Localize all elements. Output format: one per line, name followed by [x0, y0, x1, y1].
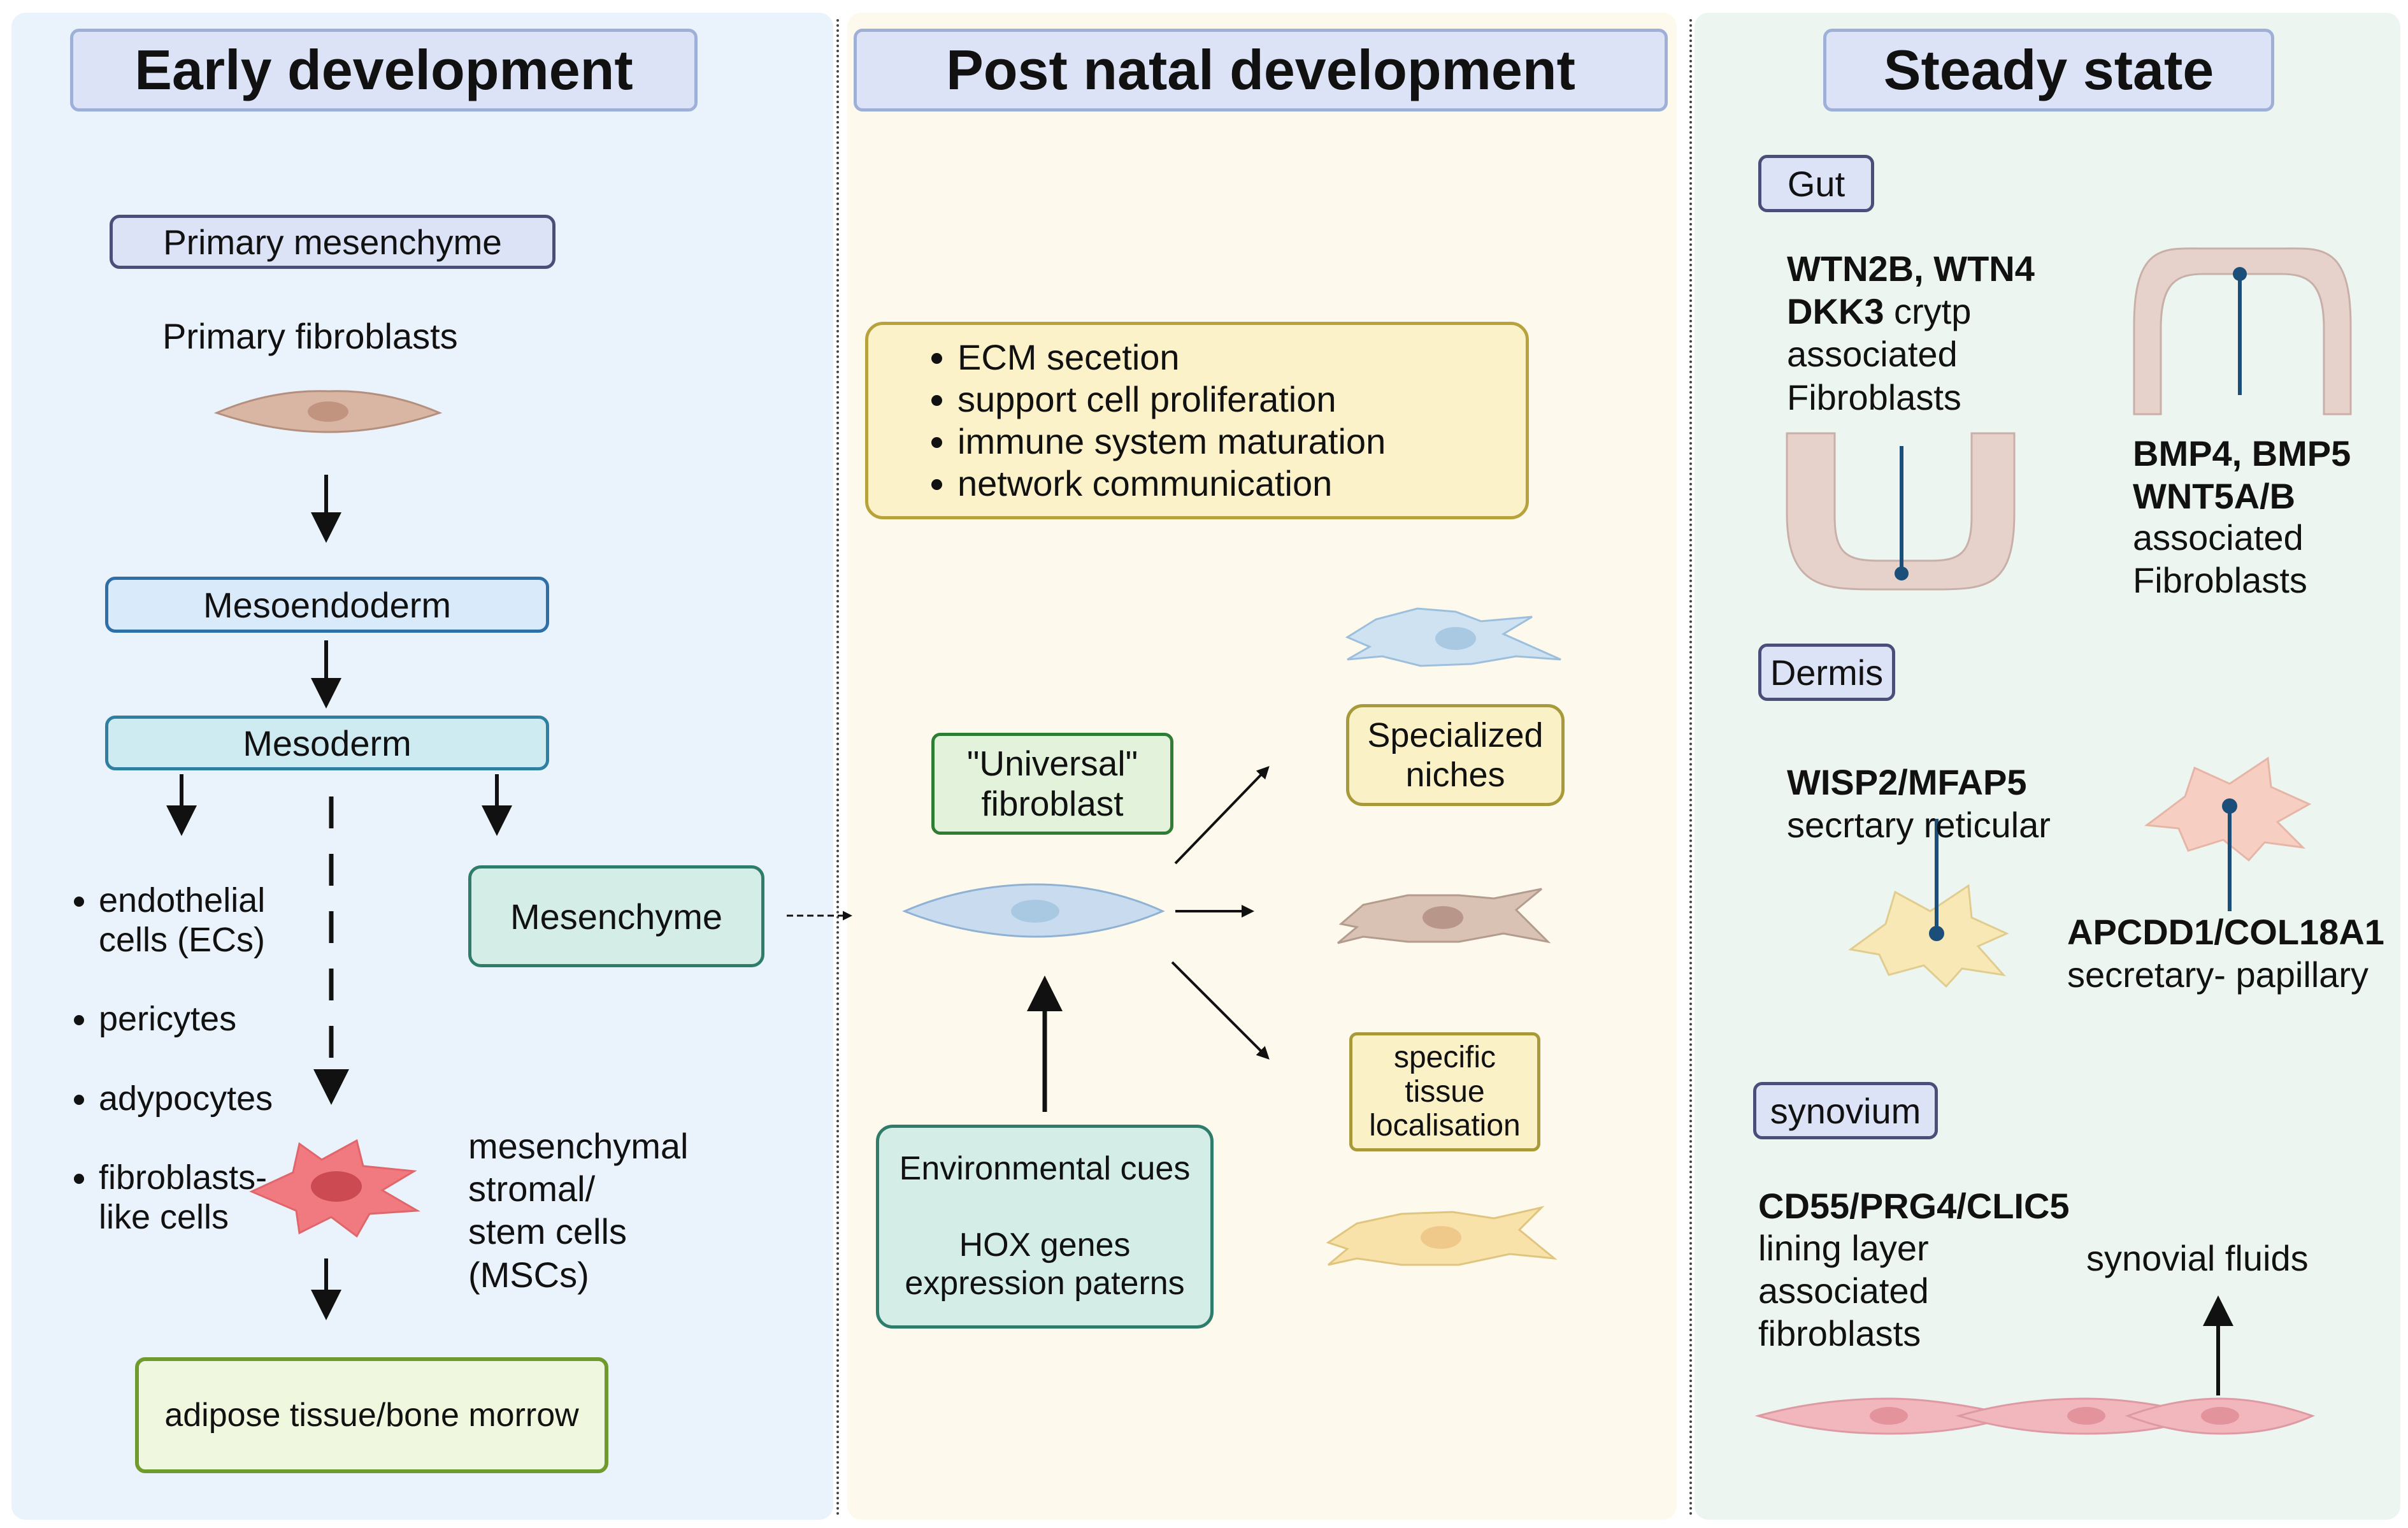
papillary-fibroblast-cell-icon	[2144, 756, 2312, 911]
synovium-text: lining layer associated fibroblasts	[1758, 1228, 1929, 1354]
function-item: network communication	[957, 463, 1386, 505]
dermis-papillary-text: secretary- papillary	[2067, 955, 2369, 995]
gut-crypt-markers: WTN2B, WTN4 DKK3	[1787, 249, 2035, 332]
mscs-label: mesenchymal stromal/ stem cells (MSCs)	[468, 1126, 689, 1295]
specific-tissue-box: specific tissue localisation	[1349, 1032, 1540, 1151]
derivative-item: adypocytes	[99, 1079, 273, 1118]
arrow-to-specialized	[1174, 766, 1270, 865]
yellow-tissue-cell-icon	[1326, 1206, 1558, 1266]
fibroblast-functions-box: ECM secetion support cell proliferation …	[865, 322, 1529, 519]
reticular-fibroblast-cell-icon	[1848, 819, 2009, 988]
derivative-item: endothelial cells (ECs)	[99, 881, 273, 960]
mesoderm-derivatives-list: endothelial cells (ECs) pericytes adypoc…	[57, 841, 273, 1276]
synovium-markers: CD55/PRG4/CLIC5	[1758, 1186, 2070, 1226]
divider-2	[1689, 19, 1692, 1517]
divider-1	[836, 19, 839, 1517]
universal-fibroblast-box: "Universal" fibroblast	[931, 733, 1173, 835]
blue-specialized-cell-icon	[1345, 607, 1561, 667]
gut-villus-icon	[2133, 247, 2352, 415]
mesenchyme-box: Mesenchyme	[468, 865, 764, 967]
specialized-niches-box: Specialized niches	[1346, 704, 1565, 806]
derivative-item: fibroblasts- like cells	[99, 1158, 273, 1237]
functions-list: ECM secetion support cell proliferation …	[868, 336, 1386, 505]
mesoendoderm-box: Mesoendoderm	[105, 577, 549, 633]
mesoderm-box: Mesoderm	[105, 716, 549, 770]
synovium-label: synovium	[1753, 1082, 1938, 1139]
adipose-bone-marrow-box: adipose tissue/bone morrow	[135, 1357, 608, 1473]
primary-mesenchyme-box: Primary mesenchyme	[110, 215, 555, 269]
gut-villus-text: associated Fibroblasts	[2133, 517, 2307, 601]
synovial-fluids-label: synovial fluids	[2086, 1238, 2309, 1278]
derivative-item: pericytes	[99, 999, 273, 1039]
universal-fibroblast-cell-icon	[902, 883, 1165, 938]
gut-crypt-text: crytp associated Fibroblasts	[1787, 291, 1972, 417]
primary-fibroblasts-label: Primary fibroblasts	[162, 316, 458, 356]
gut-crypt-description: WTN2B, WTN4 DKK3 crytp associated Fibrob…	[1787, 247, 2035, 419]
function-item: support cell proliferation	[957, 378, 1386, 421]
dermis-label: Dermis	[1758, 644, 1895, 701]
msc-cell-icon	[249, 1139, 420, 1238]
early-development-header: Early development	[70, 29, 698, 112]
dermis-reticular-text: secrtary reticular	[1787, 805, 2051, 845]
primary-fibroblast-cell-icon	[213, 390, 443, 433]
dermis-papillary-markers: APCDD1/COL18A1	[2067, 912, 2384, 952]
environmental-cues-box: Environmental cues HOX genes expression …	[876, 1125, 1214, 1329]
brown-tissue-cell-icon	[1337, 888, 1551, 944]
arrow-to-specific	[1171, 961, 1270, 1060]
dermis-reticular-markers: WISP2/MFAP5	[1787, 762, 2027, 802]
function-item: ECM secetion	[957, 336, 1386, 378]
gut-villus-markers: BMP4, BMP5 WNT5A/B	[2133, 433, 2351, 517]
function-item: immune system maturation	[957, 421, 1386, 463]
steady-state-header: Steady state	[1823, 29, 2274, 112]
synovial-lining-cells-icon	[1754, 1397, 2316, 1435]
gut-label: Gut	[1758, 155, 1874, 212]
gut-crypt-icon	[1786, 432, 2016, 591]
post-natal-header: Post natal development	[854, 29, 1668, 112]
